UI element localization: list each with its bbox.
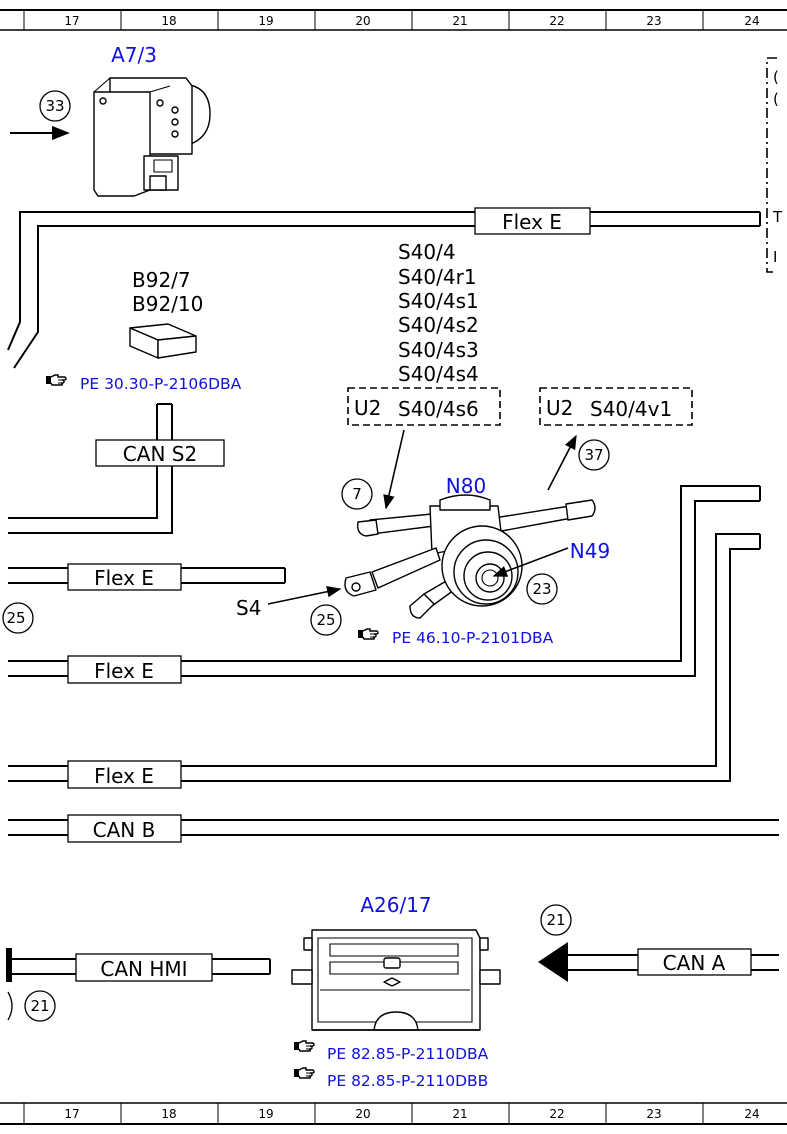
label-s40-4s6: S40/4s6 bbox=[398, 397, 479, 421]
svg-text:21: 21 bbox=[30, 997, 49, 1015]
grid-col-17: 17 bbox=[64, 14, 79, 28]
grid-bottom-col-20: 20 bbox=[355, 1107, 370, 1121]
u2-box-right bbox=[539, 387, 693, 426]
label-n80: N80 bbox=[446, 474, 486, 498]
a7-3-hydraulic-unit-drawing bbox=[93, 77, 211, 197]
svg-text:T: T bbox=[772, 208, 783, 226]
grid-bottom-col-22: 22 bbox=[549, 1107, 564, 1121]
grid-col-19: 19 bbox=[258, 14, 273, 28]
svg-text:(: ( bbox=[773, 90, 779, 108]
flex-e-line-3 bbox=[8, 533, 761, 782]
grid-col-21: 21 bbox=[452, 14, 467, 28]
svg-text:(: ( bbox=[773, 68, 779, 86]
svg-text:23: 23 bbox=[532, 580, 551, 598]
ref-a26-17-1[interactable]: PE 82.85-P-2110DBA bbox=[327, 1045, 489, 1063]
label-s40-4s2: S40/4s2 bbox=[398, 313, 479, 337]
can-s2-line bbox=[8, 403, 173, 534]
grid-bottom-col-18: 18 bbox=[161, 1107, 176, 1121]
label-a7-3: A7/3 bbox=[111, 43, 157, 67]
label-s40-4v1: S40/4v1 bbox=[590, 397, 672, 421]
label-n49: N49 bbox=[570, 539, 610, 563]
ref-b92[interactable]: PE 30.30-P-2106DBA bbox=[80, 375, 242, 393]
a26-17-control-panel-drawing bbox=[291, 929, 501, 1031]
arrow-n49 bbox=[492, 547, 569, 577]
label-s40-4: S40/4 bbox=[398, 240, 456, 264]
svg-text:25: 25 bbox=[6, 609, 25, 627]
bus-label-can-a: CAN A bbox=[637, 948, 752, 976]
callout-25-center: 25 bbox=[310, 604, 342, 636]
svg-text:I: I bbox=[773, 248, 777, 266]
callout-23: 23 bbox=[526, 573, 558, 605]
flex-e-line-2 bbox=[8, 485, 761, 677]
arrow-s40-4v1 bbox=[547, 434, 577, 491]
grid-bottom-col-24: 24 bbox=[744, 1107, 759, 1121]
grid-bottom-col-21: 21 bbox=[452, 1107, 467, 1121]
callout-21-top: 21 bbox=[540, 904, 572, 936]
grid-bottom-col-19: 19 bbox=[258, 1107, 273, 1121]
svg-text:CAN B: CAN B bbox=[93, 818, 156, 842]
label-u2-right: U2 bbox=[546, 396, 573, 420]
bus-label-flex-e-3: Flex E bbox=[67, 760, 182, 789]
svg-text:25: 25 bbox=[316, 611, 335, 629]
svg-text:CAN HMI: CAN HMI bbox=[100, 957, 187, 981]
svg-text:Flex E: Flex E bbox=[502, 210, 562, 234]
n80-steering-column-drawing bbox=[344, 494, 596, 619]
svg-text:CAN S2: CAN S2 bbox=[123, 442, 197, 466]
svg-text:Flex E: Flex E bbox=[94, 764, 154, 788]
svg-text:21: 21 bbox=[546, 911, 565, 929]
bus-label-flex-e-top: Flex E bbox=[474, 207, 591, 235]
callout-33: 33 bbox=[39, 90, 71, 122]
arrow-s40-4s6 bbox=[383, 429, 405, 510]
label-b92-7: B92/7 bbox=[132, 268, 191, 292]
bus-label-can-s2: CAN S2 bbox=[95, 439, 225, 467]
arrow-s4 bbox=[267, 586, 342, 605]
label-a26-17: A26/17 bbox=[360, 893, 431, 917]
grid-col-20: 20 bbox=[355, 14, 370, 28]
grid-col-24: 24 bbox=[744, 14, 759, 28]
grid-col-18: 18 bbox=[161, 14, 176, 28]
svg-text:CAN A: CAN A bbox=[663, 951, 726, 975]
label-s40-4r1: S40/4r1 bbox=[398, 265, 477, 289]
reference-hand-icon bbox=[357, 628, 379, 640]
callout-37: 37 bbox=[578, 439, 610, 471]
grid-col-23: 23 bbox=[646, 14, 661, 28]
reference-hand-icon bbox=[293, 1067, 315, 1079]
can-a-arrowhead bbox=[538, 942, 568, 982]
label-b92-10: B92/10 bbox=[132, 292, 203, 316]
right-component-frame bbox=[766, 57, 777, 273]
svg-text:37: 37 bbox=[584, 446, 603, 464]
reference-hand-icon bbox=[293, 1040, 315, 1052]
grid-col-22: 22 bbox=[549, 14, 564, 28]
svg-text:33: 33 bbox=[45, 97, 64, 115]
grid-bottom-col-17: 17 bbox=[64, 1107, 79, 1121]
bus-label-can-b: CAN B bbox=[67, 814, 182, 843]
grid-top-bar: 17 18 19 20 21 22 23 24 bbox=[0, 9, 787, 31]
svg-text:Flex E: Flex E bbox=[94, 566, 154, 590]
label-s40-4s3: S40/4s3 bbox=[398, 338, 479, 362]
label-s40-4s1: S40/4s1 bbox=[398, 289, 479, 313]
grid-bottom-col-23: 23 bbox=[646, 1107, 661, 1121]
bus-label-flex-e-2: Flex E bbox=[67, 655, 182, 684]
b92-sensor-drawing bbox=[129, 323, 197, 359]
callout-21-bottom: 21 bbox=[7, 990, 56, 1022]
svg-text:Flex E: Flex E bbox=[94, 659, 154, 683]
grid-bottom-bar: 17 18 19 20 21 22 23 24 bbox=[0, 1102, 787, 1125]
ref-a26-17-2[interactable]: PE 82.85-P-2110DBB bbox=[327, 1072, 488, 1090]
svg-text:7: 7 bbox=[352, 485, 362, 503]
callout-7: 7 bbox=[341, 478, 373, 510]
bus-label-flex-e-1: Flex E bbox=[67, 563, 182, 591]
label-s4: S4 bbox=[236, 596, 261, 620]
ref-n80[interactable]: PE 46.10-P-2101DBA bbox=[392, 629, 554, 647]
u2-box-left bbox=[347, 387, 501, 426]
reference-hand-icon bbox=[45, 374, 67, 386]
callout-25-left: 25 bbox=[2, 602, 34, 634]
label-u2-left: U2 bbox=[354, 396, 381, 420]
label-s40-4s4: S40/4s4 bbox=[398, 362, 479, 386]
flex-e-top-line bbox=[7, 211, 761, 369]
bus-label-can-hmi: CAN HMI bbox=[75, 953, 213, 982]
